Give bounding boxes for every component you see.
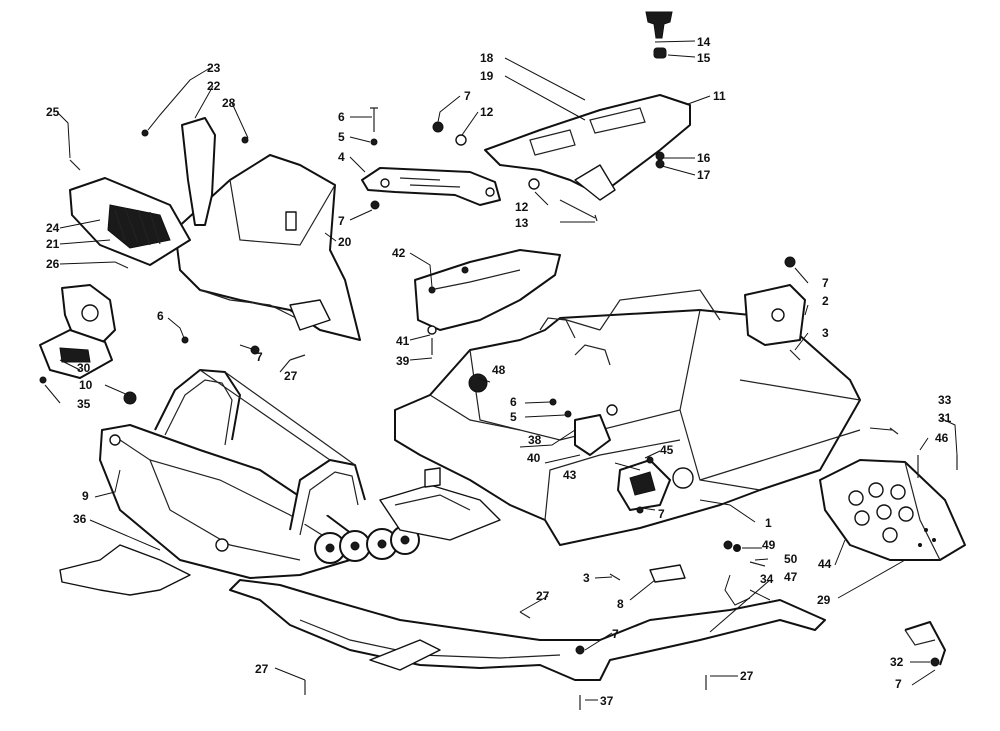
plate-2: [744, 284, 806, 346]
callout-42: 42: [392, 246, 406, 260]
callout-26: 26: [46, 257, 60, 271]
callout-21: 21: [46, 237, 60, 251]
callout-7-d: 7: [822, 276, 829, 290]
callout-12-b: 12: [515, 200, 529, 214]
callout-5-b: 5: [510, 410, 517, 424]
callout-7-a: 7: [464, 89, 471, 103]
pad-36: [59, 544, 191, 596]
callout-13: 13: [515, 216, 529, 230]
callout-24: 24: [46, 221, 60, 235]
callout-40: 40: [527, 451, 541, 465]
callout-12-a: 12: [480, 105, 494, 119]
leader-lines: [44, 40, 958, 701]
callout-3-b: 3: [583, 571, 590, 585]
callout-6-c: 6: [510, 395, 517, 409]
callout-28: 28: [222, 96, 236, 110]
callout-22: 22: [207, 79, 221, 93]
fasteners: [39, 107, 958, 710]
callout-20: 20: [338, 235, 352, 249]
callout-33: 33: [938, 393, 952, 407]
front-nose-pan: [229, 579, 826, 681]
bracket-4: [361, 167, 501, 206]
callout-6-a: 6: [338, 110, 345, 124]
floor-plate: [379, 467, 501, 541]
callout-17: 17: [697, 168, 711, 182]
callout-6-b: 6: [157, 309, 164, 323]
callout-7-b: 7: [338, 214, 345, 228]
callout-27-a: 27: [284, 369, 298, 383]
callout-3-a: 3: [822, 326, 829, 340]
callout-10: 10: [79, 378, 93, 392]
callout-7-e: 7: [658, 507, 665, 521]
callout-41: 41: [396, 334, 410, 348]
callout-43: 43: [563, 468, 577, 482]
callout-23: 23: [207, 61, 221, 75]
callout-50: 50: [784, 552, 798, 566]
callout-47: 47: [784, 570, 798, 584]
callouts: 14 15 18 19 11 7 12 16 17 12 13 6 5 4 7 …: [46, 35, 952, 708]
callout-2: 2: [822, 294, 829, 308]
plate-42: [414, 249, 561, 331]
harness-47: [724, 544, 751, 606]
callout-30: 30: [77, 361, 91, 375]
clip-8: [649, 564, 686, 583]
bracket-30: [39, 284, 116, 379]
callout-19: 19: [480, 69, 494, 83]
callout-37: 37: [600, 694, 614, 708]
main-frame: [394, 289, 861, 546]
callout-18: 18: [480, 51, 494, 65]
callout-35: 35: [77, 397, 91, 411]
panel-44: [819, 459, 966, 561]
callout-7-g: 7: [895, 677, 902, 691]
callout-27-b: 27: [536, 589, 550, 603]
callout-34-visible: 34: [760, 572, 774, 586]
callout-16: 16: [697, 151, 711, 165]
callout-1: 1: [765, 516, 772, 530]
steering-boot: [69, 177, 191, 266]
console-panel: [174, 154, 361, 341]
callout-15: 15: [697, 51, 711, 65]
callout-31: 31: [938, 411, 952, 425]
callout-11: 11: [713, 89, 726, 103]
callout-27-d: 27: [740, 669, 754, 683]
callout-45: 45: [660, 443, 674, 457]
callout-14: 14: [697, 35, 711, 49]
callout-36: 36: [73, 512, 87, 526]
bracket-11: [484, 94, 691, 201]
callout-39: 39: [396, 354, 410, 368]
callout-32: 32: [890, 655, 904, 669]
callout-7-f: 7: [612, 627, 619, 641]
panel-22: [181, 117, 216, 226]
bumper-frame: [99, 369, 420, 579]
callout-29: 29: [817, 593, 831, 607]
callout-27-c: 27: [255, 662, 269, 676]
callout-9: 9: [82, 489, 89, 503]
callout-5-a: 5: [338, 130, 345, 144]
handle-32: [904, 621, 946, 666]
callout-8: 8: [617, 597, 624, 611]
callout-38: 38: [528, 433, 542, 447]
callout-49: 49: [762, 538, 776, 552]
callout-25: 25: [46, 105, 60, 119]
callout-4: 4: [338, 150, 345, 164]
knob-14: [645, 11, 673, 59]
callout-48: 48: [492, 363, 506, 377]
callout-44: 44: [818, 557, 832, 571]
callout-46: 46: [935, 431, 949, 445]
callout-7-c: 7: [256, 350, 263, 364]
bracket-43: [574, 414, 671, 511]
